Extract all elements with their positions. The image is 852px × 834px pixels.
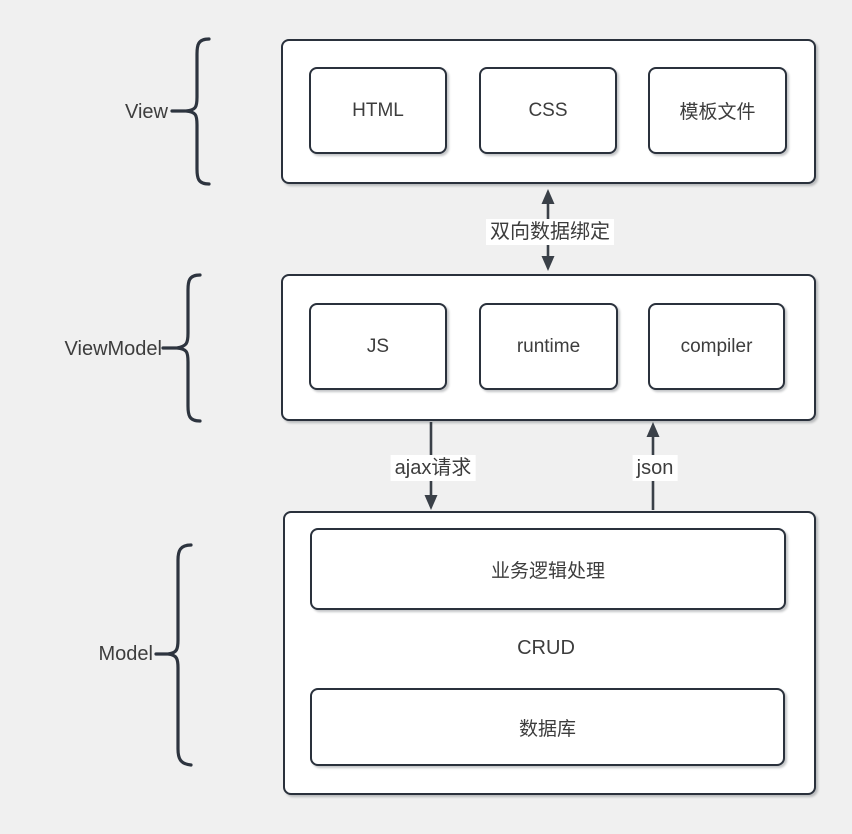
crud-label: CRUD: [513, 635, 579, 661]
runtime-box-label: runtime: [516, 335, 581, 357]
html-box: HTML: [309, 67, 447, 154]
two-way-binding-label: 双向数据绑定: [486, 219, 614, 245]
compiler-box: compiler: [648, 303, 785, 390]
css-box-label: CSS: [528, 99, 568, 121]
js-box-label: JS: [366, 335, 390, 357]
json-label: json: [632, 455, 678, 481]
business-logic-box: 业务逻辑处理: [310, 528, 786, 610]
view-brace: [170, 37, 211, 186]
viewmodel-brace: [161, 273, 202, 423]
database-box-label: 数据库: [518, 718, 576, 740]
ajax-request-label: ajax请求: [390, 455, 476, 481]
viewmodel-section-label: ViewModel: [64, 338, 162, 360]
runtime-box: runtime: [479, 303, 618, 390]
html-box-label: HTML: [352, 99, 404, 121]
business-logic-box-label: 业务逻辑处理: [490, 560, 605, 582]
template-file-box: 模板文件: [648, 67, 787, 154]
database-box: 数据库: [310, 688, 785, 766]
model-section-label: Model: [98, 643, 153, 665]
js-box: JS: [309, 303, 447, 390]
view-section-label: View: [125, 101, 168, 123]
model-brace: [154, 543, 193, 767]
compiler-box-label: compiler: [680, 335, 753, 357]
css-box: CSS: [479, 67, 617, 154]
template-file-box-label: 模板文件: [679, 102, 756, 123]
